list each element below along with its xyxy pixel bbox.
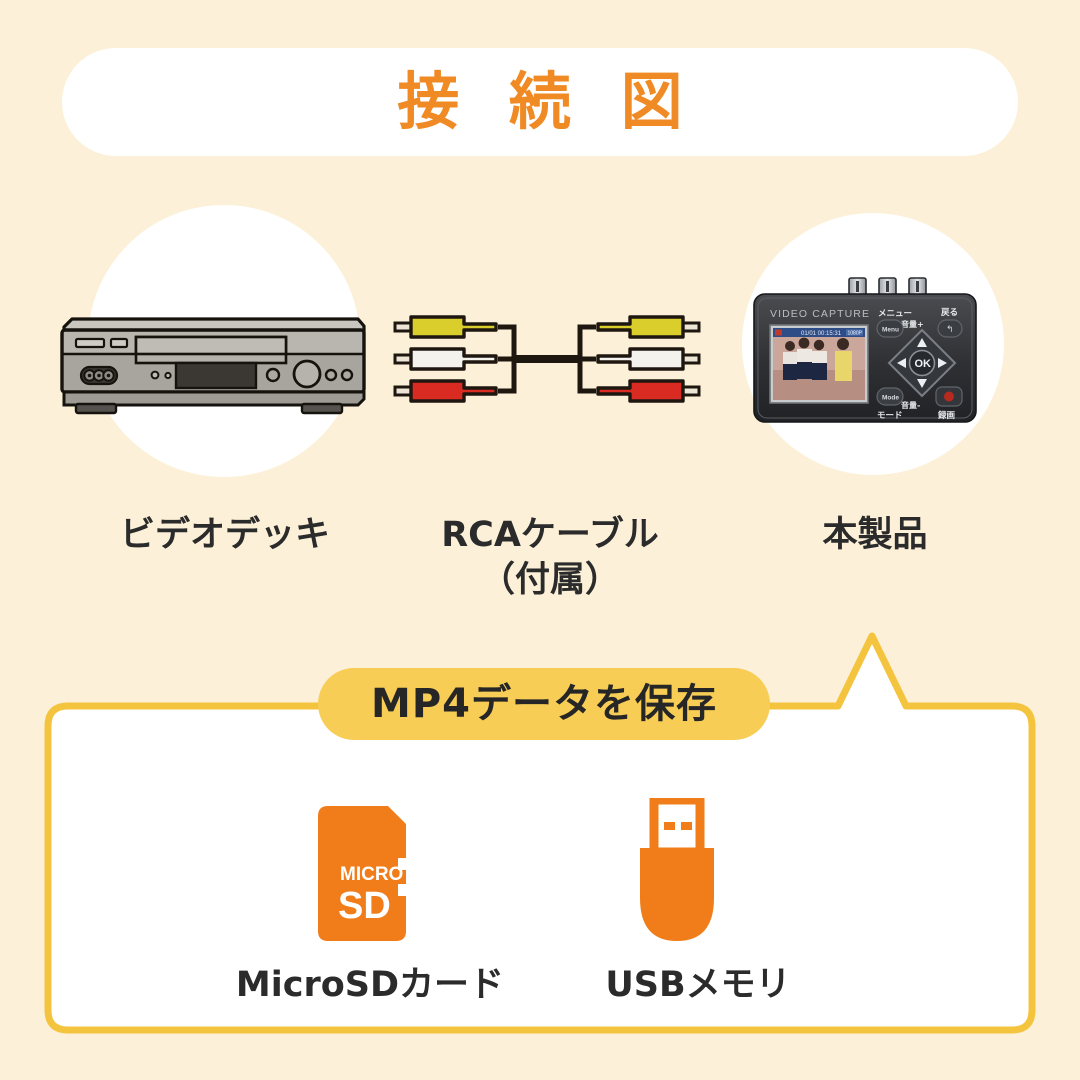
device-mode-button: Mode <box>876 387 904 406</box>
rca-connector-red-right <box>596 379 701 403</box>
device-volume-up-caption: 音量+ <box>901 319 924 329</box>
device-back-caption: 戻る <box>940 307 958 318</box>
page-title: 接 続 図 <box>397 65 697 138</box>
mp4-save-badge: MP4データを保存 <box>318 668 770 740</box>
rca-connector-yellow-right <box>596 315 701 339</box>
device-dpad-up <box>917 338 927 347</box>
label-rca-main: RCAケーブル <box>441 515 659 555</box>
device-volume-down-caption: 音量- <box>901 400 920 410</box>
label-product: 本製品 <box>730 513 1020 558</box>
label-vcr: ビデオデッキ <box>65 513 385 558</box>
device-menu-caption: メニュー <box>878 309 912 319</box>
rca-connector-red-left <box>393 379 498 403</box>
device-screen-quality: 1080P <box>848 331 863 337</box>
svg-text:OK: OK <box>915 358 932 370</box>
microsd-card-icon: MICRO SD <box>318 806 420 941</box>
device-record-button <box>935 386 963 407</box>
label-vcr-main: ビデオデッキ <box>119 515 330 555</box>
label-microsd: MicroSDカード <box>235 965 505 1005</box>
rca-connector-yellow-left <box>393 315 498 339</box>
save-section-frame <box>44 632 1036 1034</box>
device-mode-caption: モード <box>877 411 903 421</box>
microsd-icon-text-bottom: SD <box>338 885 391 927</box>
label-usb: USBメモリ <box>605 965 791 1005</box>
vcr-illustration <box>58 313 370 417</box>
svg-text:Menu: Menu <box>882 327 899 334</box>
label-rca-sub: （付属） <box>479 559 620 600</box>
label-product-main: 本製品 <box>822 515 928 555</box>
device-back-button: ↰ <box>937 319 963 338</box>
device-rca-ports <box>848 277 927 297</box>
rca-cable-illustration <box>392 305 702 413</box>
flow-labels-row: ビデオデッキ RCAケーブル （付属） 本製品 <box>0 505 1080 615</box>
device-dpad: OK <box>887 328 957 398</box>
device-menu-button: Menu <box>876 319 904 338</box>
device-ok-button <box>908 349 936 377</box>
usb-drive-icon <box>632 795 722 943</box>
device-record-caption: 録画 <box>937 410 956 421</box>
rca-connector-white-right <box>596 347 701 371</box>
microsd-icon-text-top: MICRO <box>340 864 403 885</box>
page-title-banner: 接 続 図 <box>62 48 1018 156</box>
mp4-save-badge-label: MP4データを保存 <box>371 681 717 727</box>
device-dpad-down <box>917 379 927 388</box>
device-dpad-right <box>938 358 947 368</box>
device-brand-text: VIDEO CAPTURE <box>770 308 870 320</box>
svg-text:↰: ↰ <box>946 325 954 335</box>
capture-device-illustration: VIDEO CAPTURE <box>746 272 982 428</box>
device-dpad-left <box>897 358 906 368</box>
device-lcd-screen: 01/01 00:15:31 1080P <box>769 324 869 404</box>
device-screen-timecode: 01/01 00:15:31 <box>801 331 842 337</box>
label-rca-cable: RCAケーブル （付属） <box>385 513 715 603</box>
save-section: MP4データを保存 MICRO SD MicroSDカード USBメモリ <box>0 628 1080 1058</box>
rca-connector-white-left <box>393 347 498 371</box>
svg-text:Mode: Mode <box>882 395 899 402</box>
